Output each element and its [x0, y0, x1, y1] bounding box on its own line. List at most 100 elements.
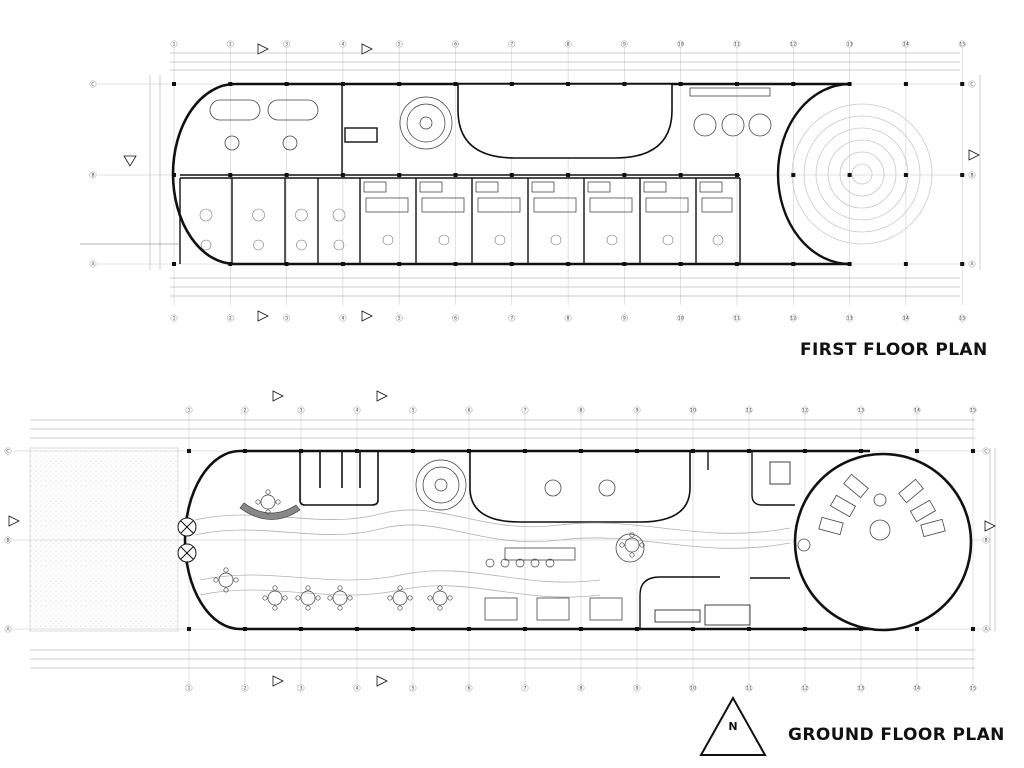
room-armchair [712, 234, 724, 246]
grid-label: 12 [790, 42, 796, 48]
grid-bubble [395, 40, 403, 48]
grid-label: 10 [678, 42, 684, 48]
grid-bubble [801, 684, 809, 692]
grid-label: A [6, 627, 10, 633]
grid-bubble [801, 406, 809, 414]
grid-label: 14 [903, 42, 909, 48]
structural-column [172, 173, 176, 177]
grid-bubble [846, 314, 853, 322]
grid-bubble [689, 684, 697, 692]
grid-bubble [677, 314, 685, 322]
ground-floor-service-rooms [299, 451, 379, 506]
grid-bubble [968, 260, 976, 268]
grid-bubble [564, 314, 572, 322]
structural-column [187, 627, 191, 631]
grid-label: 12 [802, 408, 808, 414]
grid-label: 9 [623, 316, 626, 322]
structural-column [622, 82, 627, 86]
structural-column [960, 173, 965, 177]
dining-chair [275, 499, 281, 505]
grid-bubble [577, 406, 585, 414]
structural-column [355, 449, 359, 453]
ground-floor-spiral-stair [415, 459, 467, 511]
grid-bubble [452, 40, 459, 48]
grid-bubble [846, 40, 853, 48]
grid-label: 8 [580, 408, 583, 414]
structural-column [397, 262, 402, 266]
first-floor-section-markers [123, 43, 980, 322]
grid-label: 14 [903, 316, 909, 322]
dining-chair [315, 595, 321, 601]
ground-floor-lounge-sofas [484, 479, 645, 621]
grid-label: 9 [623, 42, 626, 48]
dining-chair [327, 595, 333, 601]
grid-bubble [633, 684, 641, 692]
first-floor-dimension-lines [149, 52, 981, 297]
grid-bubble [170, 40, 178, 48]
structural-column [467, 627, 471, 631]
grid-label: 2 [229, 316, 232, 322]
grid-label: 2 [244, 408, 247, 414]
grid-bubble [4, 625, 12, 633]
grid-bubble [982, 447, 990, 455]
grid-bubble [241, 684, 249, 692]
dining-chair [295, 595, 301, 601]
grid-bubble [170, 314, 178, 322]
dining-chair [347, 595, 353, 601]
room-bed [533, 197, 577, 213]
dining-chair [282, 595, 288, 601]
grid-bubble [4, 536, 12, 544]
grid-label: 3 [285, 316, 288, 322]
grid-label: 10 [678, 316, 684, 322]
structural-column [566, 173, 571, 177]
structural-column [678, 262, 683, 266]
grid-label: 1 [173, 42, 176, 48]
first-floor-structural-columns [172, 82, 965, 266]
structural-column [243, 627, 247, 631]
grid-bubble [969, 684, 977, 692]
grid-label: 13 [858, 408, 864, 414]
dining-chair [387, 595, 393, 601]
grid-label: 2 [244, 686, 247, 692]
structural-column [803, 449, 807, 453]
first-floor-circular-seating-rings [791, 103, 933, 245]
grid-bubble [982, 536, 990, 544]
grid-bubble [283, 40, 290, 48]
grid-bubble [958, 314, 966, 322]
grid-label: 11 [734, 316, 740, 322]
grid-label: 13 [847, 316, 853, 322]
room-bathroom [531, 181, 555, 193]
structural-column [678, 173, 683, 177]
grid-label: 3 [285, 42, 288, 48]
grid-bubble [968, 171, 976, 179]
grid-bubble [677, 40, 685, 48]
grid-label: A [91, 262, 95, 268]
room-table [200, 239, 212, 251]
first-floor-circular-hall-wall [776, 82, 851, 266]
dining-chair [337, 585, 343, 591]
structural-column [847, 173, 852, 177]
grid-bubble [521, 684, 529, 692]
ground-floor-revolving-doors [177, 517, 197, 563]
structural-column [284, 82, 289, 86]
structural-column [791, 82, 796, 86]
structural-column [509, 173, 514, 177]
room-armchair [252, 208, 265, 222]
grid-label: C [970, 82, 973, 88]
bar-stool [545, 558, 555, 568]
structural-column [509, 82, 514, 86]
grid-label: 13 [847, 42, 853, 48]
structural-column [915, 449, 919, 453]
structural-column [172, 82, 176, 86]
first-floor-corridor-walls [180, 174, 740, 179]
grid-label: B [984, 538, 987, 544]
structural-column [635, 449, 639, 453]
structural-column [847, 262, 852, 266]
room-bed [701, 197, 733, 213]
grid-bubble [902, 314, 910, 322]
room-armchair [438, 234, 450, 246]
ground-floor-circular-hall-furniture [797, 473, 946, 552]
grid-label: 6 [454, 316, 457, 322]
grid-bubble [857, 684, 865, 692]
dining-table [432, 590, 448, 606]
